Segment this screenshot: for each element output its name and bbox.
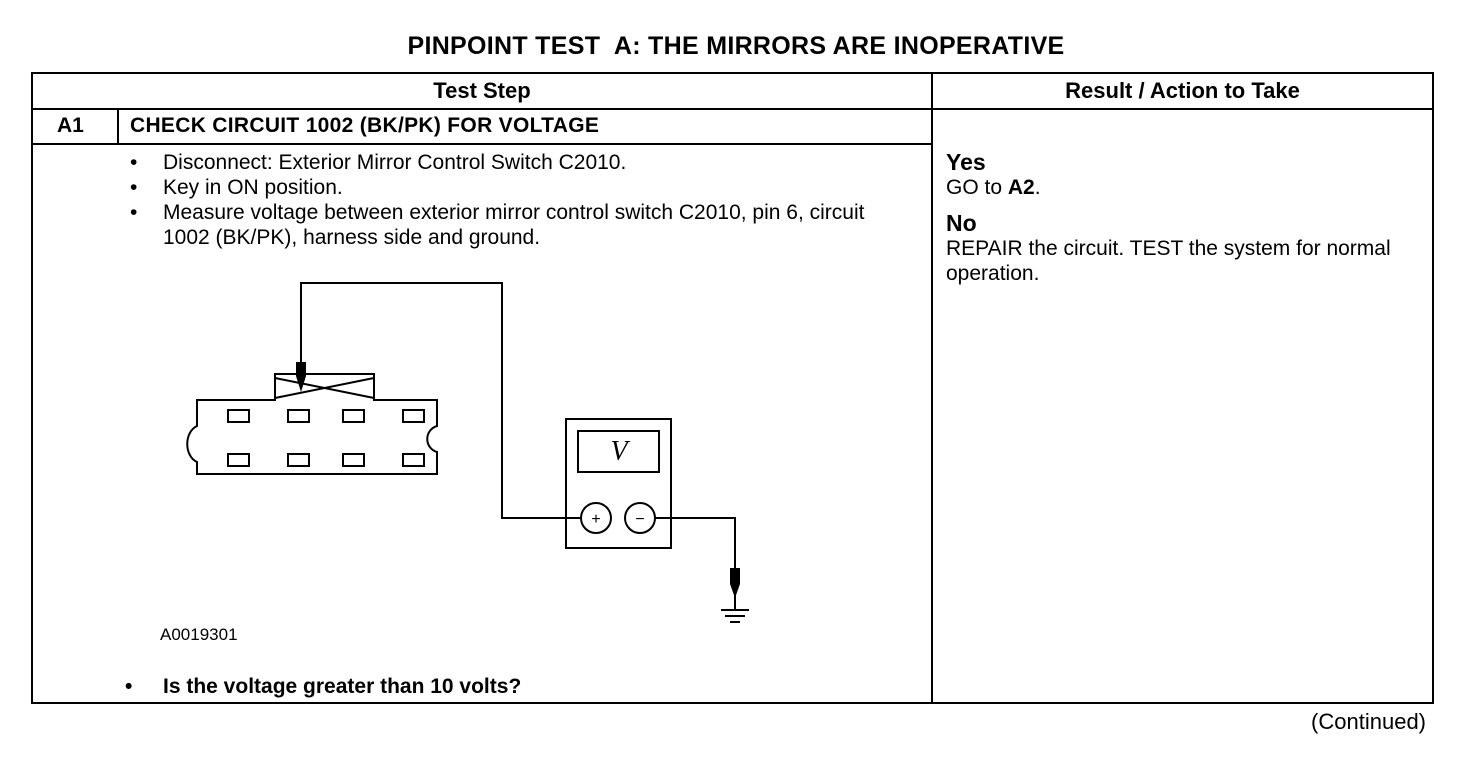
connector-pin xyxy=(342,409,365,423)
column-divider xyxy=(931,72,933,704)
instruction-item: Measure voltage between exterior mirror … xyxy=(126,200,886,250)
connector-pin xyxy=(402,409,425,423)
figure-id: A0019301 xyxy=(160,625,238,644)
connector-pin xyxy=(287,409,310,423)
instruction-item: Disconnect: Exterior Mirror Control Swit… xyxy=(126,150,886,175)
instruction-list: Disconnect: Exterior Mirror Control Swit… xyxy=(126,150,886,250)
page-title: PINPOINT TEST A: THE MIRRORS ARE INOPERA… xyxy=(407,32,1065,60)
link-step-a2[interactable]: A2 xyxy=(1007,176,1035,199)
step-question: • Is the voltage greater than 10 volts? xyxy=(125,675,522,699)
table-border-bottom xyxy=(31,702,1434,704)
voltmeter-symbol: V xyxy=(610,436,630,467)
connector-pin xyxy=(402,453,425,467)
positive-lead-wire xyxy=(300,282,582,519)
step-id: A1 xyxy=(57,114,84,137)
header-test-step: Test Step xyxy=(433,78,531,103)
bullet-icon: • xyxy=(125,675,133,698)
table-border-right xyxy=(1432,72,1434,704)
connector-pin xyxy=(227,409,250,423)
voltmeter-display xyxy=(577,430,660,473)
continued-note: (Continued) xyxy=(1311,709,1426,734)
step-id-divider xyxy=(117,108,119,144)
result-no-text: REPAIR the circuit. TEST the system for … xyxy=(946,237,1391,285)
ground-probe-tip xyxy=(730,568,740,598)
result-yes-label: Yes xyxy=(946,149,986,175)
instruction-item: Key in ON position. xyxy=(126,175,886,200)
back-probe-tip xyxy=(296,362,306,392)
connector-pin xyxy=(287,453,310,467)
result-yes-text: GO to A2. xyxy=(946,176,1041,199)
header-result-action: Result / Action to Take xyxy=(1065,78,1300,103)
connector-pin xyxy=(342,453,365,467)
table-border-top xyxy=(31,72,1434,74)
minus-label: − xyxy=(635,511,644,528)
step-title-divider xyxy=(31,143,933,145)
result-no-label: No xyxy=(946,210,977,236)
plus-label: + xyxy=(591,511,600,528)
question-text: Is the voltage greater than 10 volts? xyxy=(163,675,522,698)
connector-tab-cross xyxy=(274,377,375,399)
negative-lead-wire xyxy=(655,517,736,570)
table-border-left xyxy=(31,72,33,704)
header-divider xyxy=(31,108,1434,110)
voltmeter-body xyxy=(565,418,672,549)
connector-body xyxy=(186,373,438,475)
connector-pin xyxy=(227,453,250,467)
step-title: CHECK CIRCUIT 1002 (BK/PK) FOR VOLTAGE xyxy=(130,114,600,137)
voltmeter-positive-terminal xyxy=(580,502,612,534)
